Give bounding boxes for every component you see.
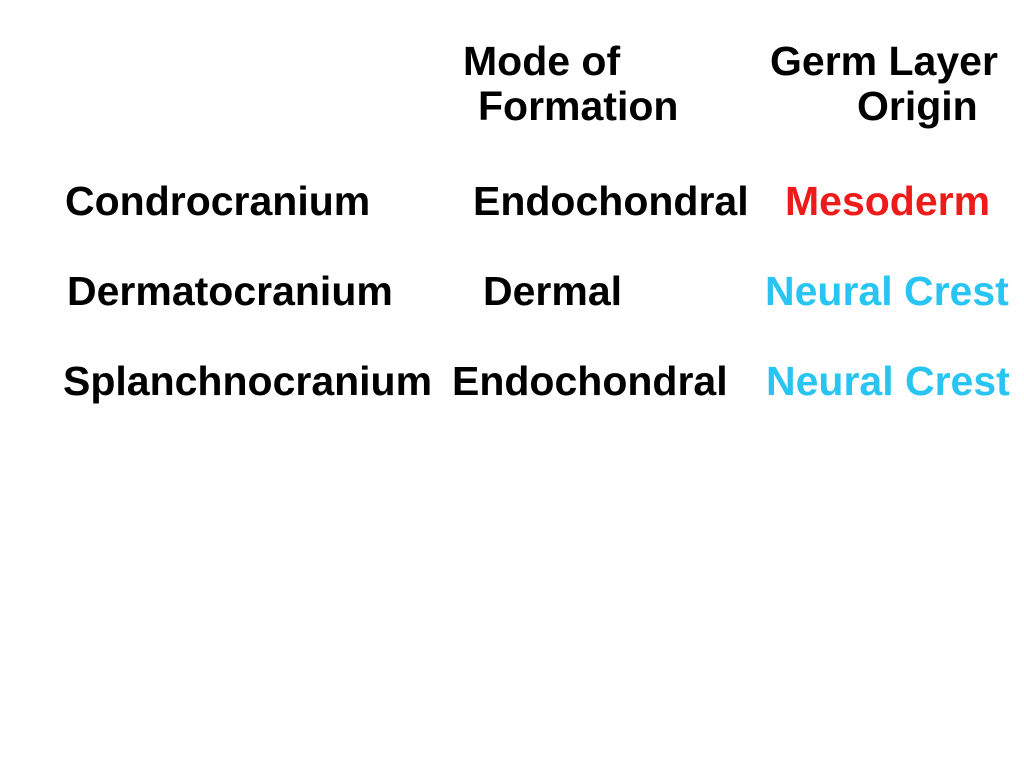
row1-structure-label: Condrocranium <box>65 178 371 224</box>
row1-mode-of-formation-value: Endochondral <box>473 178 749 224</box>
header-mode-of-formation-line2: Formation <box>478 83 679 129</box>
row3-mode-of-formation-value: Endochondral <box>452 358 728 404</box>
header-germ-layer-origin-line2: Origin <box>857 83 978 129</box>
row3-structure-label: Splanchnocranium <box>63 358 433 404</box>
row2-structure-label: Dermatocranium <box>67 268 393 314</box>
row3-germ-layer-origin-value: Neural Crest <box>766 358 1010 404</box>
row1-germ-layer-origin-value: Mesoderm <box>785 178 991 224</box>
header-germ-layer-origin-line1: Germ Layer <box>770 38 998 84</box>
row2-germ-layer-origin-value: Neural Crest <box>765 268 1009 314</box>
header-mode-of-formation-line1: Mode of <box>463 38 621 84</box>
row2-mode-of-formation-value: Dermal <box>483 268 623 314</box>
